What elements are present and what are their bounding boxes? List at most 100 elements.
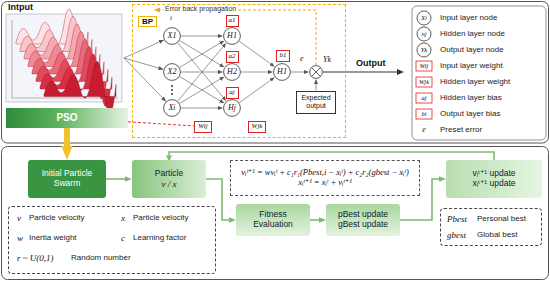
connector-arrow: [106, 178, 125, 180]
node-text: v / x: [162, 179, 177, 189]
error-feedback-line: [160, 10, 316, 65]
hidden-neuron: H2: [223, 63, 241, 81]
hidden-neuron: Hj: [223, 99, 241, 117]
legend-sample: [416, 77, 432, 87]
connector-arrow: [239, 41, 270, 64]
connector-arrow: [291, 72, 304, 73]
annotation-label: Intput: [8, 2, 33, 12]
connector-arrow: [128, 122, 194, 126]
initial-swarm-box: Initial Particle Swarm: [28, 160, 106, 198]
node-text: Fitness Evaluation: [240, 210, 306, 230]
weight-box: Wij: [194, 121, 212, 133]
node-text: aj: [229, 88, 234, 96]
node-text: Initial Particle Swarm: [32, 169, 102, 189]
node-outline: [164, 28, 181, 45]
legend-sample: [416, 93, 432, 103]
panel-frame: [2, 2, 549, 144]
weight-box: Wjk: [248, 121, 266, 133]
connector-arrow: [64, 128, 70, 146]
legend-symbol: bi: [421, 110, 426, 117]
legend-sample: [416, 109, 432, 119]
particle-box: Particlev / x: [132, 160, 206, 198]
bias-box: a2: [226, 51, 239, 63]
ellipsis-dots: [171, 85, 173, 87]
node-text: b1: [280, 51, 287, 59]
legend-symbol: Wij: [420, 62, 429, 69]
legend-symbol: nj: [421, 30, 426, 37]
ellipsis-dots: [171, 85, 173, 95]
connector-arrow: [239, 80, 270, 103]
connector-arrow: [169, 152, 494, 160]
node-text: H1: [227, 31, 237, 40]
legend-label: Output layer bias: [440, 109, 500, 118]
connector-arrow: [180, 43, 220, 67]
node-text: BP: [138, 16, 157, 27]
connector-arrow: [310, 219, 319, 221]
hidden-neuron: H1: [223, 27, 241, 45]
connector-arrow: [181, 36, 218, 37]
node-text: c: [121, 233, 125, 243]
node-text: v: [17, 213, 21, 223]
output-arrow: [323, 69, 404, 75]
node-text: X2: [168, 67, 177, 76]
legend-label: Hidden layer bias: [440, 93, 502, 102]
legend-symbol: e: [422, 125, 426, 134]
output-arrow: [397, 69, 404, 75]
multiply-symbol: [312, 68, 321, 77]
node-text: X1: [168, 31, 177, 40]
node-text: Particle velocity: [133, 213, 189, 222]
definitions-box: vParticle velocityxParticle velocitywIne…: [8, 206, 216, 274]
node-text: w: [17, 233, 23, 243]
node-text: a2: [229, 52, 236, 60]
legend-sample: [417, 43, 431, 57]
legend-symbol: Xi: [421, 14, 427, 21]
bp-network-region: BPX1X2XiH1H2HjH1eExpected outputa1a2ajb1…: [132, 4, 346, 138]
node-outline: [224, 100, 241, 117]
legend-label: Input layer weight: [440, 61, 503, 70]
annotation-label: Error back propagation: [164, 5, 237, 13]
connector-arrow: [180, 79, 220, 103]
node-text: H2: [227, 67, 237, 76]
node-text: Pbest: [447, 214, 467, 224]
legend-symbol: aj: [421, 94, 426, 101]
node-text: Inertia weight: [29, 233, 77, 242]
output-arrow: [323, 72, 398, 73]
annotation-label: Yk: [323, 55, 331, 64]
legend-symbol: Wjk: [419, 78, 429, 85]
node-outline: [309, 65, 323, 79]
connector-arrow: [181, 72, 218, 73]
node-text: gBest update: [338, 220, 388, 230]
legend-symbol: Yk: [421, 46, 428, 53]
pso-bar: PSO: [6, 108, 128, 128]
node-text: e: [300, 54, 304, 63]
error-feedback-line: [154, 8, 316, 66]
legend-sample: [416, 61, 432, 71]
node-text: Personal best: [477, 214, 526, 223]
error-junction: e: [309, 65, 323, 79]
node-text: Random number: [71, 253, 131, 262]
legend-sample: [417, 27, 431, 41]
legend-frame: [412, 6, 546, 140]
best-update-box: pBest updategBest update: [326, 204, 400, 236]
node-text: vᵢᵗ⁺¹ update: [472, 169, 515, 179]
connector-arrow: [180, 77, 220, 101]
node-text: xᵢᵗ⁺¹ = xᵢᵗ + vᵢᵗ⁺¹: [298, 178, 352, 188]
node-text: H1: [277, 67, 287, 76]
bias-box: a1: [226, 15, 239, 27]
legend-label: Hidden layer weight: [440, 77, 510, 86]
ellipsis-dots: [171, 93, 173, 95]
input-neuron: X2: [163, 63, 181, 81]
connector-arrow: [241, 72, 268, 73]
legend-label: Hidden layer node: [440, 29, 505, 38]
legend-frame: [412, 6, 546, 140]
node-text: xᵢᵗ⁺¹ update: [472, 179, 515, 189]
input-neuron: X1: [163, 27, 181, 45]
legend-label: Preset error: [440, 125, 482, 134]
node-outline: [164, 100, 181, 117]
input-feed-lines: [124, 58, 166, 101]
connector-arrow: [178, 47, 223, 101]
ellipsis-dots: [171, 89, 173, 91]
input-neuron: Xi: [163, 99, 181, 117]
